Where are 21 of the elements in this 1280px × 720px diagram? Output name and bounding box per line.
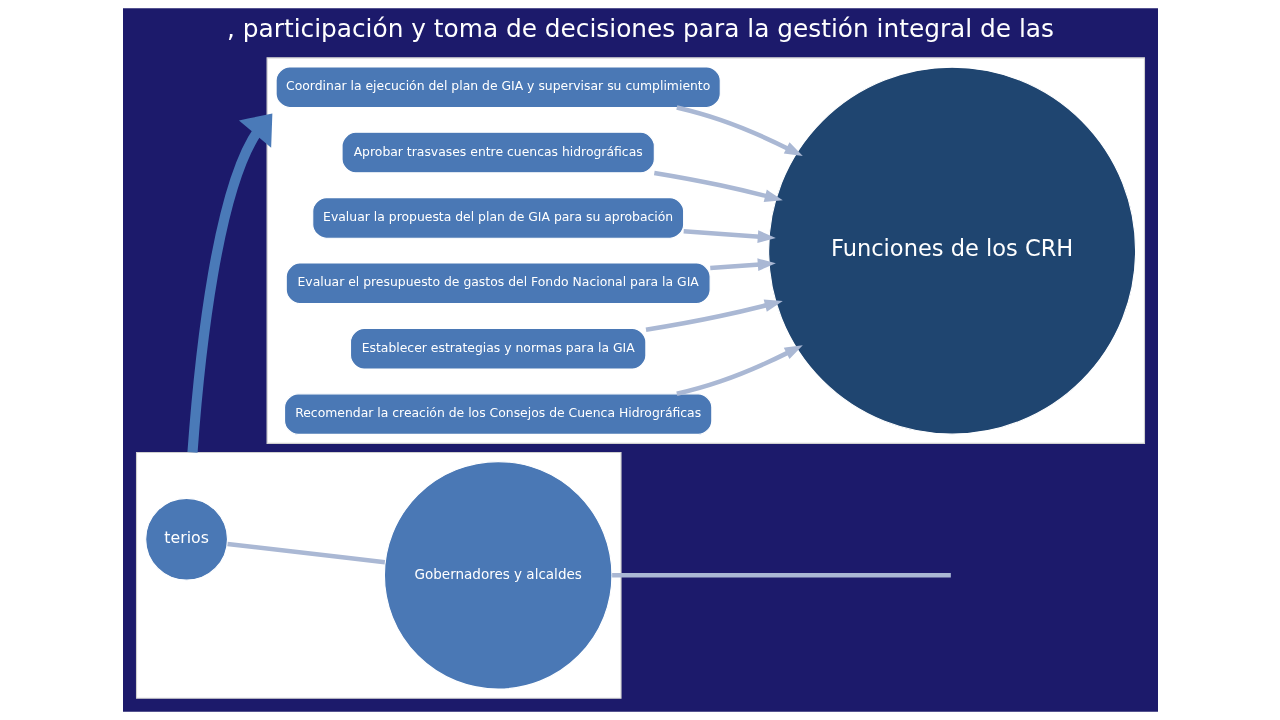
cluster — [266, 57, 1145, 444]
node-circle: Gobernadores y alcaldes — [383, 461, 612, 690]
node-box: Recomendar la creación de los Consejos de Cuenca Hidrográficas — [283, 393, 712, 435]
node-box: Establecer estrategias y normas para la GIA — [349, 327, 646, 370]
node-box: Evaluar el presupuesto de gastos del Fondo Nacional para la GIA — [285, 262, 711, 305]
cluster — [135, 451, 622, 699]
node-box: Coordinar la ejecución del plan de GIA y supervisar su cumplimiento — [275, 66, 721, 109]
node-circle: terios — [144, 497, 228, 581]
arrow — [645, 299, 783, 332]
arrow — [675, 345, 803, 396]
arrow — [683, 229, 776, 243]
arrow — [709, 258, 776, 271]
arrow — [675, 105, 803, 157]
node-circle: Funciones de los CRH — [767, 66, 1136, 435]
connector — [611, 573, 951, 578]
arrow — [186, 113, 272, 453]
arrow — [653, 170, 783, 202]
node-box: Aprobar trasvases entre cuencas hidrográficas — [340, 131, 655, 174]
connector — [226, 541, 385, 565]
node-box: Evaluar la propuesta del plan de GIA para su aprobación — [311, 197, 684, 239]
diagram-title: , participación y toma de decisiones para la gestión integral de las — [226, 14, 1054, 44]
